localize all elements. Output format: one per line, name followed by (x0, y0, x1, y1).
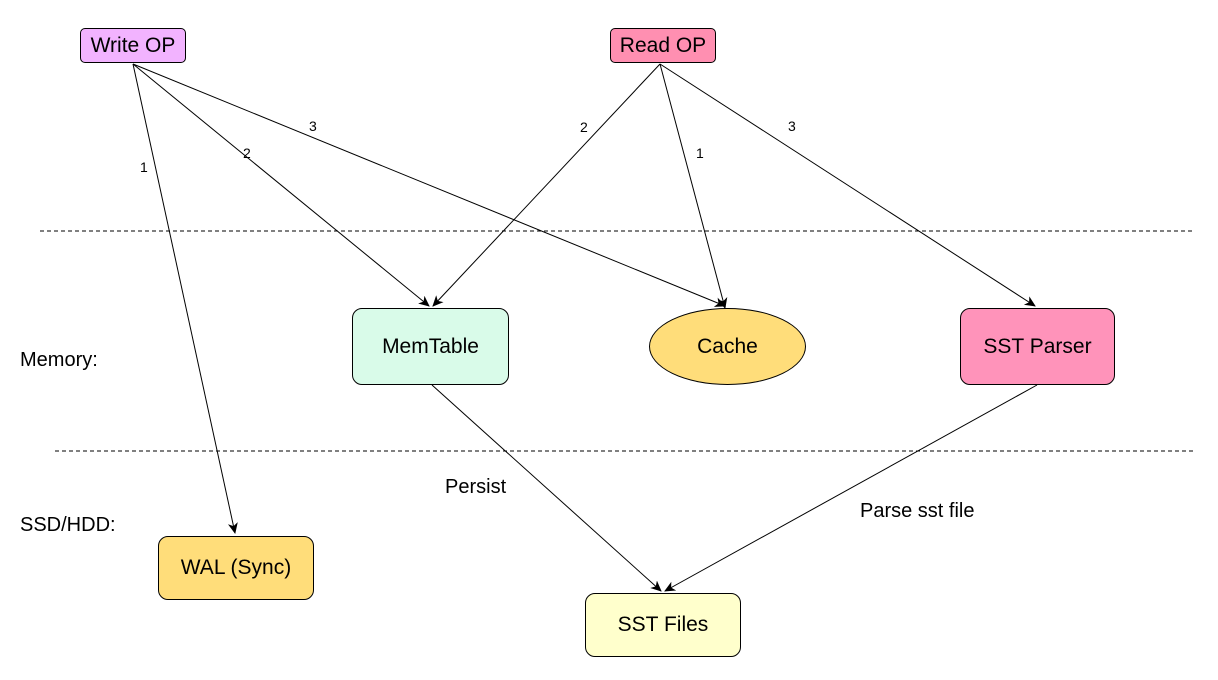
edge-parser-to-sst-files (664, 384, 1038, 592)
cache-label: Cache (697, 334, 758, 358)
edge-read-to-parser (659, 63, 1036, 307)
cache-node: Cache (649, 308, 806, 385)
edge-write-to-cache (132, 63, 726, 307)
edge-read-to-memtable (432, 63, 661, 307)
edge-memtable-to-sst-files (431, 384, 662, 592)
memtable-node: MemTable (352, 308, 509, 385)
sst-files-node: SST Files (585, 593, 741, 657)
edge-label-read-parser: 3 (788, 118, 796, 134)
sst-parser-node: SST Parser (960, 308, 1115, 385)
edge-label-write-cache: 3 (309, 118, 317, 134)
sst-parser-label: SST Parser (983, 334, 1092, 358)
edge-read-to-cache (659, 63, 728, 309)
edge-label-persist: Persist (445, 476, 507, 498)
edge-label-parse: Parse sst file (860, 500, 975, 522)
edge-label-read-cache: 1 (696, 145, 704, 161)
read-op-label: Read OP (619, 33, 707, 57)
memtable-label: MemTable (382, 334, 479, 358)
edge-label-write-memtable: 2 (243, 145, 251, 161)
write-op-node: Write OP (80, 28, 186, 63)
wal-node: WAL (Sync) (158, 536, 314, 600)
edge-write-to-wal (132, 63, 238, 534)
storage-tier-label: SSD/HDD: (20, 514, 116, 536)
edge-label-write-wal: 1 (140, 159, 148, 175)
wal-label: WAL (Sync) (180, 556, 292, 579)
memory-tier-label: Memory: (20, 349, 98, 371)
write-op-label: Write OP (90, 33, 176, 57)
sst-files-label: SST Files (617, 613, 709, 636)
read-op-node: Read OP (610, 28, 716, 63)
edge-label-read-memtable: 2 (580, 119, 588, 135)
edge-write-to-memtable (132, 63, 430, 307)
